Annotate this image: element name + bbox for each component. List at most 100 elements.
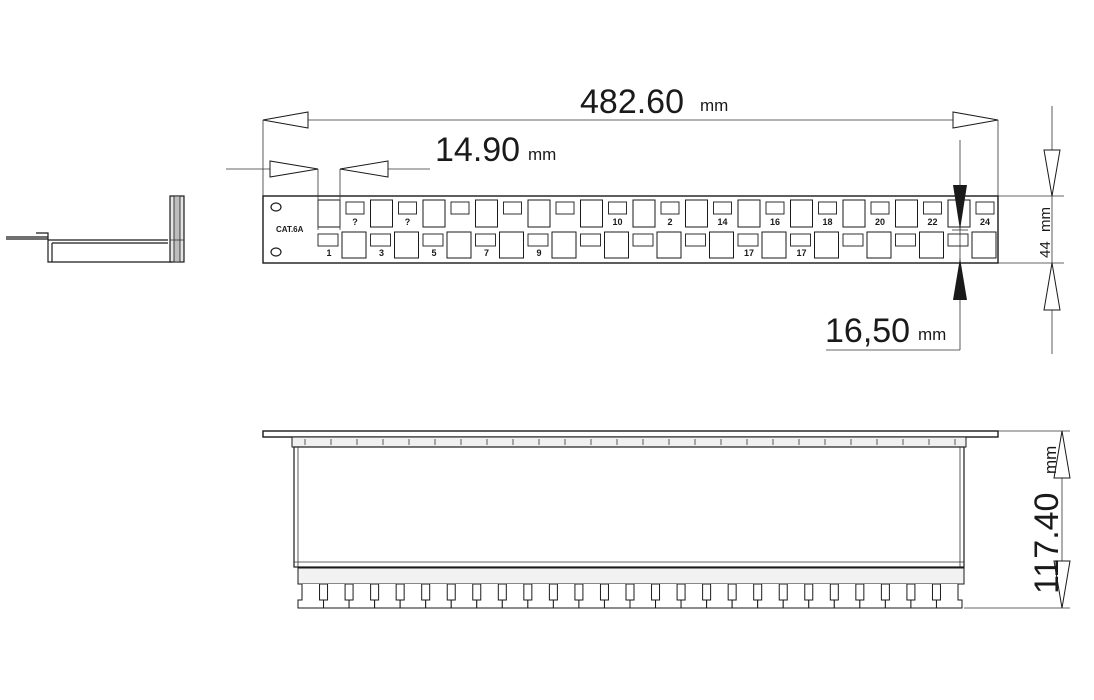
mount-hole-top-left <box>270 202 282 212</box>
cable-tooth-18 <box>731 584 759 609</box>
cable-tooth-8 <box>476 584 503 609</box>
port-top-12 <box>895 199 918 228</box>
port-bottom-13 <box>971 231 997 259</box>
cable-tooth-23 <box>859 584 886 609</box>
port-top-5 <box>527 199 551 228</box>
port-number-bottom-1: 1 <box>326 248 331 258</box>
port-top-10 <box>790 199 813 228</box>
cable-tooth-7 <box>450 584 478 609</box>
cable-tooth-1 <box>297 584 325 609</box>
dimension-width-value: 482.60 <box>580 83 684 121</box>
dimension-depth-unit: mm <box>1041 446 1060 474</box>
port-number-bottom-9: 17 <box>744 248 754 258</box>
port-bottom-latch-9 <box>737 233 759 247</box>
port-top-latch-13 <box>975 201 995 215</box>
cable-management-teeth <box>297 584 963 609</box>
dimension-port-offset-unit: mm <box>918 325 946 344</box>
cable-tooth-26 <box>935 584 963 609</box>
port-top-latch-6 <box>608 201 627 215</box>
cable-tooth-24 <box>884 584 912 609</box>
port-number-top-10: 18 <box>822 217 832 227</box>
cable-tooth-5 <box>399 584 427 609</box>
port-bottom-4 <box>499 231 524 259</box>
port-top-8 <box>685 199 708 228</box>
port-number-bottom-2: 3 <box>379 248 384 258</box>
port-bottom-10 <box>814 231 839 259</box>
port-number-top-12: 22 <box>927 217 937 227</box>
port-bottom-latch-7 <box>632 233 654 247</box>
dimension-width: 482.60 mm <box>262 83 999 196</box>
port-number-bottom-4: 7 <box>484 248 489 258</box>
cable-tooth-14 <box>629 584 657 609</box>
port-bottom-6 <box>604 231 629 259</box>
port-top-latch-4 <box>503 201 522 215</box>
port-number-top-13: 24 <box>980 217 990 227</box>
cable-tooth-10 <box>527 584 554 609</box>
port-bottom-1 <box>341 231 367 259</box>
port-number-top-1: ? <box>352 217 358 227</box>
port-bottom-8 <box>709 231 734 259</box>
port-top-latch-2 <box>398 201 417 215</box>
port-bottom-latch-6 <box>580 233 601 247</box>
port-bottom-latch-1 <box>317 233 339 247</box>
cable-tooth-9 <box>501 584 529 609</box>
port-number-top-11: 20 <box>875 217 885 227</box>
port-top-latch-3 <box>450 201 470 215</box>
port-bottom-latch-8 <box>685 233 706 247</box>
port-number-top-8: 14 <box>717 217 727 227</box>
port-bottom-2 <box>394 231 419 259</box>
port-top-6 <box>580 199 603 228</box>
port-bottom-latch-4 <box>475 233 496 247</box>
port-top-latch-7 <box>660 201 680 215</box>
port-bottom-latch-3 <box>422 233 444 247</box>
port-bottom-latch-13 <box>947 233 969 247</box>
dimension-port-pitch-value: 14.90 <box>435 131 520 169</box>
port-top-4 <box>475 199 498 228</box>
port-number-top-9: 16 <box>770 217 780 227</box>
port-top-latch-1 <box>345 201 365 215</box>
cable-tooth-17 <box>706 584 733 609</box>
dimension-port-offset: 16,50 mm <box>825 140 968 351</box>
dimension-depth-value: 117.40 <box>1028 493 1066 594</box>
port-top-9 <box>737 199 761 228</box>
port-number-bottom-5: 9 <box>536 248 541 258</box>
panel-brand-label: CAT.6A <box>276 225 304 234</box>
cable-tooth-15 <box>655 584 682 609</box>
port-top-3 <box>422 199 446 228</box>
cable-tooth-4 <box>374 584 401 609</box>
dimension-height-unit: mm <box>1037 207 1054 232</box>
dimension-port-offset-value: 16,50 <box>825 312 910 350</box>
top-view-ticks <box>304 439 956 445</box>
dimension-port-pitch: 14.90 mm <box>226 131 556 230</box>
port-bottom-latch-11 <box>842 233 864 247</box>
port-bottom-latch-12 <box>895 233 916 247</box>
port-bottom-12 <box>919 231 944 259</box>
port-number-top-7: 2 <box>667 217 672 227</box>
dimension-height: 44 mm <box>998 106 1064 354</box>
port-bottom-latch-5 <box>527 233 549 247</box>
cable-tooth-11 <box>552 584 580 609</box>
cable-tooth-16 <box>680 584 708 609</box>
port-bottom-3 <box>446 231 472 259</box>
port-bottom-latch-10 <box>790 233 811 247</box>
dimension-height-value: 44 <box>1037 241 1054 258</box>
port-top-latch-11 <box>870 201 890 215</box>
port-top-latch-9 <box>765 201 785 215</box>
cable-tooth-2 <box>323 584 350 609</box>
cable-tooth-13 <box>603 584 631 609</box>
port-number-bottom-10: 17 <box>796 248 806 258</box>
cable-tooth-12 <box>578 584 605 609</box>
cable-tooth-20 <box>782 584 810 609</box>
dimension-width-unit: mm <box>700 96 728 115</box>
port-number-bottom-3: 5 <box>431 248 436 258</box>
port-top-latch-10 <box>818 201 837 215</box>
dimension-depth: 117.40 mm <box>964 430 1071 609</box>
dimension-port-pitch-unit: mm <box>528 145 556 164</box>
port-top-2 <box>370 199 393 228</box>
side-view-bracket <box>6 195 185 263</box>
port-bottom-latch-2 <box>370 233 391 247</box>
mount-hole-bottom-left <box>270 247 282 257</box>
